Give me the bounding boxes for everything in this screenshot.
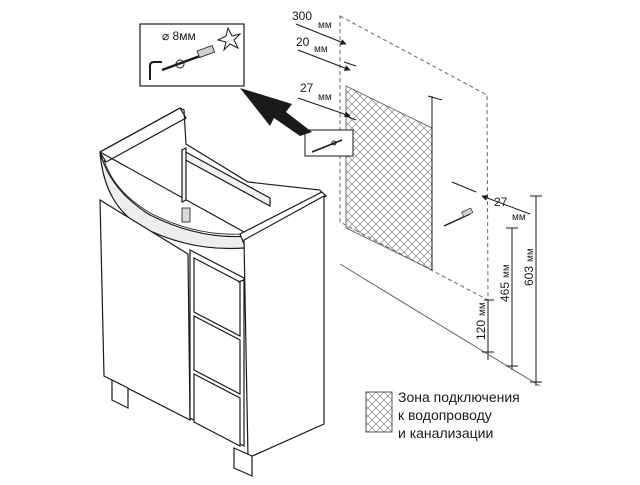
- dim-465-value: 465: [498, 282, 512, 302]
- dim-120-unit: мм: [477, 302, 488, 316]
- dim-20-unit: мм: [314, 44, 328, 55]
- dim-603-unit: мм: [525, 248, 536, 262]
- pointer-arrow: [240, 88, 312, 136]
- dim-603-value: 603: [522, 266, 536, 286]
- connection-zone: [345, 85, 443, 271]
- dim-27-top-unit: мм: [318, 92, 332, 103]
- fastener-detail-box: [304, 129, 354, 157]
- right-fastener: [443, 207, 474, 227]
- screwdriver-icon: [216, 26, 242, 52]
- legend-line-2: к водопроводу: [398, 407, 492, 423]
- legend-line-1: Зона подключения: [398, 389, 520, 405]
- dowel-icon: [161, 44, 216, 72]
- vertical-dimensions: 120 мм 465 мм 603 мм: [339, 195, 542, 387]
- fastener-callout: ⌀ 8мм: [139, 23, 245, 87]
- dim-27-right-value: 27: [494, 195, 508, 209]
- legend-line-3: и канализации: [398, 425, 493, 441]
- diameter-label: ⌀ 8мм: [162, 29, 196, 43]
- legend-swatch: [365, 391, 393, 433]
- dim-300-value: 300: [292, 9, 312, 23]
- dimension-300: 300 мм: [292, 9, 347, 45]
- dimension-27-top: 27 мм: [297, 81, 357, 121]
- dim-20-value: 20: [296, 35, 310, 49]
- hook-icon: [149, 61, 162, 80]
- dim-27-top-value: 27: [300, 81, 314, 95]
- legend: Зона подключения к водопроводу и канализ…: [365, 389, 520, 441]
- dim-300-unit: мм: [318, 20, 332, 31]
- dimension-27-right: 27 мм: [451, 181, 531, 223]
- dim-27-right-unit: мм: [512, 212, 526, 223]
- dimension-20: 20 мм: [296, 35, 357, 71]
- vanity-cabinet: [98, 107, 327, 477]
- dim-465-unit: мм: [501, 264, 512, 278]
- dim-120-value: 120: [474, 320, 488, 340]
